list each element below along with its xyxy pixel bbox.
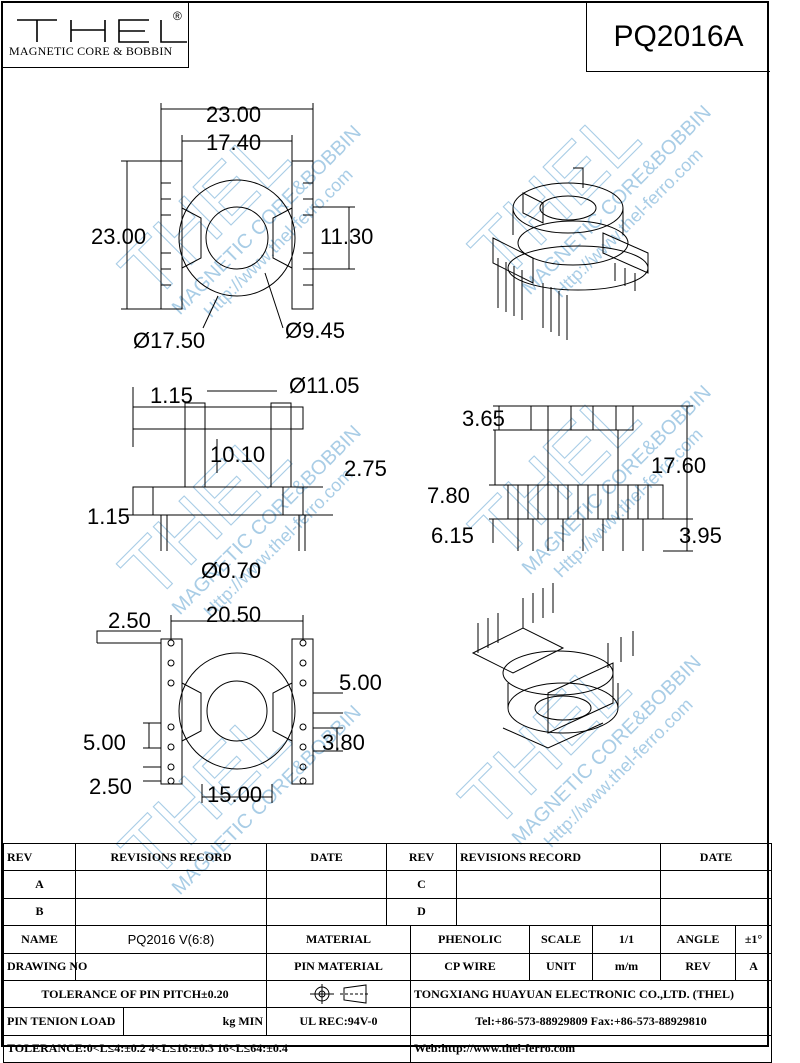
tolerance-pitch: TOLERANCE OF PIN PITCH±0.20 — [3, 979, 267, 1009]
revision-row-a: A C — [3, 870, 773, 899]
rev-b-label: B — [3, 897, 76, 927]
dim-bottom-edge-pitch-bottom: 2.50 — [89, 774, 132, 799]
dim-bottom-span: 15.00 — [207, 782, 262, 807]
revisions-header-right: REVISIONS RECORD — [455, 842, 662, 872]
dim-bottom-pin-span: 20.50 — [206, 602, 261, 627]
rev-header-left: REV — [3, 842, 76, 872]
rev-a-record — [75, 870, 267, 899]
dim-bottom-row-spacing-right: 5.00 — [339, 670, 382, 695]
part-number: PQ2016A — [613, 20, 744, 53]
rev-d-record — [455, 897, 662, 927]
pin-material-label: PIN MATERIAL — [266, 952, 411, 981]
dim-bottom-edge-pitch: 2.50 — [108, 608, 151, 633]
date-header-right: DATE — [660, 842, 773, 872]
revisions-header-row: REV REVISIONS RECORD DATE REV REVISIONS … — [3, 842, 773, 872]
pin-tension-label: PIN TENION LOAD — [3, 1007, 124, 1036]
rev-c-label: C — [386, 870, 457, 899]
rev-value: A — [735, 952, 773, 981]
dim-front-pin-offset: 6.15 — [431, 523, 474, 548]
title-block-table: REV REVISIONS RECORD DATE REV REVISIONS … — [3, 842, 773, 1063]
revisions-header-left: REVISIONS RECORD — [75, 842, 267, 872]
pin-tension-unit: kg MIN — [123, 1007, 267, 1036]
technical-drawing: THEL MAGNETIC CORE&BOBBIN Http://www.the… — [83, 91, 722, 899]
watermark-lower-right: THEL MAGNETIC CORE&BOBBIN Http://www.the… — [442, 641, 705, 851]
dim-side-tube-dia: Ø11.05 — [289, 373, 360, 398]
pin-tension-row: PIN TENION LOAD kg MIN UL REC:94V-0 Tel:… — [3, 1007, 773, 1036]
dim-bottom-right-gap: 3.80 — [322, 730, 365, 755]
company-name: TONGXIANG HUAYUAN ELECTRONIC CO.,LTD. (T… — [409, 979, 773, 1009]
tolerance-pitch-row: TOLERANCE OF PIN PITCH±0.20 TONGXIANG HU… — [3, 979, 773, 1009]
dim-front-base-height: 7.80 — [427, 483, 470, 508]
side-view — [121, 387, 333, 551]
rev-b-date — [266, 897, 387, 927]
first-angle-projection-icon — [309, 984, 370, 1005]
logo-letters-icon — [17, 19, 187, 43]
drawing-no-label: DRAWING NO — [3, 952, 87, 981]
drawing-sheet: ® MAGNETIC CORE & BOBBIN PQ2016A THEL MA… — [1, 1, 773, 1063]
angle-label: ANGLE — [660, 925, 737, 954]
rev-a-label: A — [3, 870, 76, 899]
material-label: MATERIAL — [266, 925, 411, 954]
scale-label: SCALE — [529, 925, 593, 954]
rev-b-record — [75, 897, 267, 927]
logo-tagline: MAGNETIC CORE & BOBBIN — [9, 44, 173, 58]
dim-top-height: 23.00 — [91, 224, 146, 249]
website: Web:http://www.thel-ferro.com — [409, 1034, 773, 1063]
dim-top-inner-width: 17.40 — [206, 130, 261, 155]
rev-d-date — [660, 897, 773, 927]
dim-front-top-flange: 3.65 — [462, 406, 505, 431]
dim-front-pin-below: 3.95 — [679, 523, 722, 548]
unit-value: m/m — [591, 952, 662, 981]
date-header-left: DATE — [266, 842, 387, 872]
dim-top-outer-dia: Ø17.50 — [133, 328, 205, 353]
dim-side-pin-dia: Ø0.70 — [201, 558, 261, 583]
scale-value: 1/1 — [591, 925, 662, 954]
rev-label: REV — [660, 952, 737, 981]
angle-value: ±1° — [735, 925, 773, 954]
name-label: NAME — [3, 925, 76, 954]
isometric-view-top — [492, 167, 649, 340]
part-number-box: PQ2016A — [586, 3, 770, 72]
rev-c-date — [660, 870, 773, 899]
watermark-upper-right: THEL MAGNETIC CORE&BOBBIN Http://www.the… — [452, 91, 715, 301]
name-row: NAME PQ2016 V(6:8) MATERIAL PHENOLIC SCA… — [3, 925, 773, 954]
logo-registered-mark: ® — [173, 9, 182, 23]
rev-header-right: REV — [386, 842, 457, 872]
rev-d-label: D — [386, 897, 457, 927]
general-tolerance-row: TOLERANCE:0<L≤4:±0.2 4<L≤16:±0.3 16<L≤64… — [3, 1034, 773, 1063]
drawing-no-value — [75, 952, 267, 981]
name-value: PQ2016 V(6:8) — [75, 925, 267, 954]
dim-front-total-height: 17.60 — [651, 453, 706, 478]
bottom-view-pins — [167, 639, 307, 785]
dim-side-winding: 10.10 — [210, 442, 265, 467]
rev-c-record — [455, 870, 662, 899]
phone-fax: Tel:+86-573-88929809 Fax:+86-573-8892981… — [409, 1007, 773, 1036]
material-value: PHENOLIC — [410, 925, 530, 954]
pin-material-value: CP WIRE — [410, 952, 530, 981]
revision-row-b: B D — [3, 897, 773, 927]
bottom-view — [96, 615, 343, 803]
front-view — [489, 405, 693, 552]
ul-rating: UL REC:94V-0 — [266, 1007, 411, 1036]
dim-bottom-row-spacing-left: 5.00 — [83, 730, 126, 755]
dim-top-window: 11.30 — [320, 224, 373, 249]
watermark-middle-left: THEL MAGNETIC CORE&BOBBIN Http://www.the… — [102, 411, 365, 621]
dim-top-center-dia: Ø9.45 — [285, 318, 345, 343]
drawing-no-row: DRAWING NO PIN MATERIAL CP WIRE UNIT m/m… — [3, 952, 773, 981]
dim-side-base: 1.15 — [87, 504, 130, 529]
unit-label: UNIT — [529, 952, 593, 981]
dim-side-flange: 1.15 — [150, 383, 193, 408]
logo-wordmark — [9, 6, 187, 43]
rev-a-date — [266, 870, 387, 899]
top-view — [121, 103, 355, 329]
general-tolerance: TOLERANCE:0<L≤4:±0.2 4<L≤16:±0.3 16<L≤64… — [3, 1034, 411, 1063]
isometric-view-bottom — [471, 583, 634, 749]
dim-side-pin-length: 2.75 — [344, 456, 387, 481]
dim-top-width: 23.00 — [206, 102, 261, 127]
logo-box: ® MAGNETIC CORE & BOBBIN — [3, 3, 189, 68]
projection-symbol — [266, 979, 411, 1009]
